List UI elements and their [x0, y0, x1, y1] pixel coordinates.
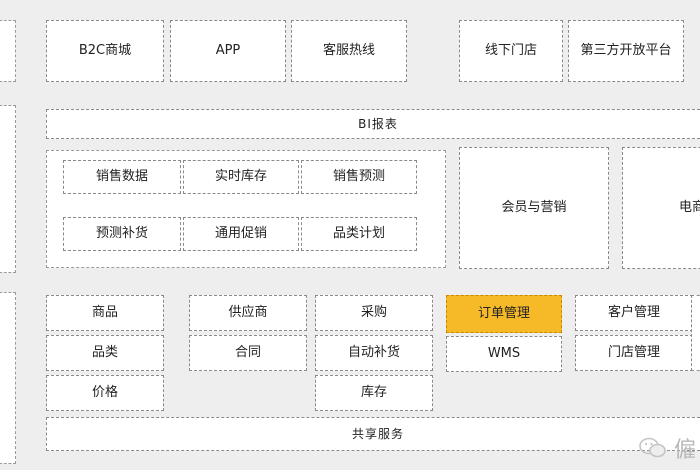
module-auto-replenish: 自动补货: [315, 335, 433, 371]
left-edge-box-middle: [0, 105, 16, 273]
left-edge-box-top: [0, 20, 16, 82]
bi-item-sales-data: 销售数据: [63, 160, 181, 194]
right-edge-box-bottom: [691, 295, 700, 371]
channel-b2c-mall: B2C商城: [46, 20, 164, 82]
channel-offline-store: 线下门店: [459, 20, 563, 82]
channel-app: APP: [170, 20, 286, 82]
watermark-text: 僱: [673, 438, 696, 463]
left-edge-box-bottom: [0, 292, 16, 464]
bi-item-sales-forecast: 销售预测: [301, 160, 417, 194]
member-marketing-box: 会员与营销: [459, 147, 609, 269]
channel-service-hotline: 客服热线: [291, 20, 407, 82]
module-price: 价格: [46, 375, 164, 411]
channel-third-party-platform: 第三方开放平台: [568, 20, 684, 82]
wechat-icon: [639, 437, 666, 458]
module-supplier: 供应商: [189, 295, 307, 331]
ecommerce-box-partial: 电商: [622, 147, 700, 269]
module-wms: WMS: [446, 336, 562, 372]
shared-services-bar: 共享服务: [46, 417, 700, 451]
watermark: 僱: [638, 432, 696, 464]
bi-item-category-plan: 品类计划: [301, 217, 417, 251]
module-product: 商品: [46, 295, 164, 331]
bi-item-forecast-replenish: 预测补货: [63, 217, 181, 251]
module-category: 品类: [46, 335, 164, 371]
bi-item-realtime-inventory: 实时库存: [183, 160, 299, 194]
module-order-management: 订单管理: [446, 295, 562, 333]
module-contract: 合同: [189, 335, 307, 371]
module-purchase: 采购: [315, 295, 433, 331]
module-customer-management: 客户管理: [575, 295, 693, 331]
bi-item-general-promotion: 通用促销: [183, 217, 299, 251]
ecommerce-label: 电商: [679, 199, 700, 215]
module-store-management: 门店管理: [575, 335, 693, 371]
bi-report-bar: BI报表: [46, 109, 700, 139]
module-inventory: 库存: [315, 375, 433, 411]
